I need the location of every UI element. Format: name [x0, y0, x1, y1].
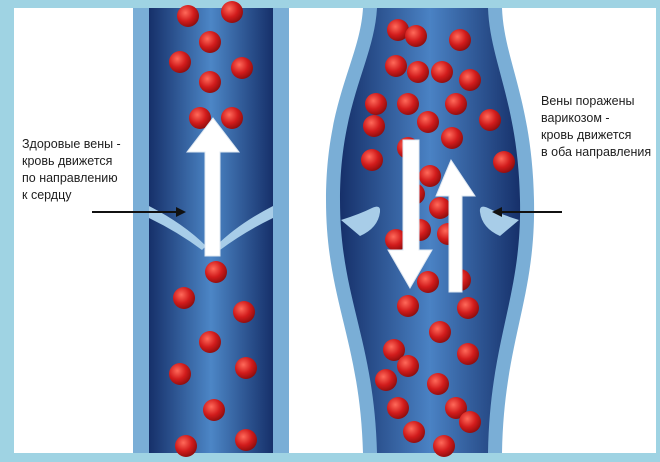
blood-cell: [199, 71, 221, 93]
blood-cell: [375, 369, 397, 391]
blood-cell: [221, 1, 243, 23]
blood-cell: [205, 261, 227, 283]
blood-cell: [169, 51, 191, 73]
blood-cell: [203, 399, 225, 421]
blood-cell: [427, 373, 449, 395]
healthy-vein-label: Здоровые вены - кровь движется по направ…: [22, 136, 172, 204]
blood-cell: [387, 397, 409, 419]
blood-cell: [169, 363, 191, 385]
blood-cell: [457, 343, 479, 365]
blood-cell: [417, 271, 439, 293]
blood-cell: [449, 29, 471, 51]
blood-cell: [199, 331, 221, 353]
blood-cell: [397, 295, 419, 317]
blood-cell: [173, 287, 195, 309]
blood-cell: [405, 25, 427, 47]
blood-cell: [429, 197, 451, 219]
blood-cell: [363, 115, 385, 137]
blood-cell: [493, 151, 515, 173]
varicose-vein-label: Вены поражены варикозом - кровь движется…: [541, 93, 656, 161]
blood-cell: [433, 435, 455, 457]
blood-cell: [235, 357, 257, 379]
blood-cell: [231, 57, 253, 79]
blood-cell: [365, 93, 387, 115]
blood-cell: [397, 355, 419, 377]
blood-cell: [403, 421, 425, 443]
blood-cell: [419, 165, 441, 187]
blood-cell: [385, 55, 407, 77]
blood-cell: [235, 429, 257, 451]
blood-cell: [479, 109, 501, 131]
blood-cell: [361, 149, 383, 171]
blood-cell: [175, 435, 197, 457]
blood-cell: [233, 301, 255, 323]
blood-cell: [221, 107, 243, 129]
blood-cell: [445, 93, 467, 115]
blood-cell: [429, 321, 451, 343]
blood-cell: [177, 5, 199, 27]
blood-cell: [431, 61, 453, 83]
blood-cell: [417, 111, 439, 133]
blood-cell: [459, 411, 481, 433]
blood-cell: [441, 127, 463, 149]
blood-cell: [397, 93, 419, 115]
blood-cell: [407, 61, 429, 83]
blood-cell: [459, 69, 481, 91]
blood-cell: [199, 31, 221, 53]
blood-cell: [457, 297, 479, 319]
